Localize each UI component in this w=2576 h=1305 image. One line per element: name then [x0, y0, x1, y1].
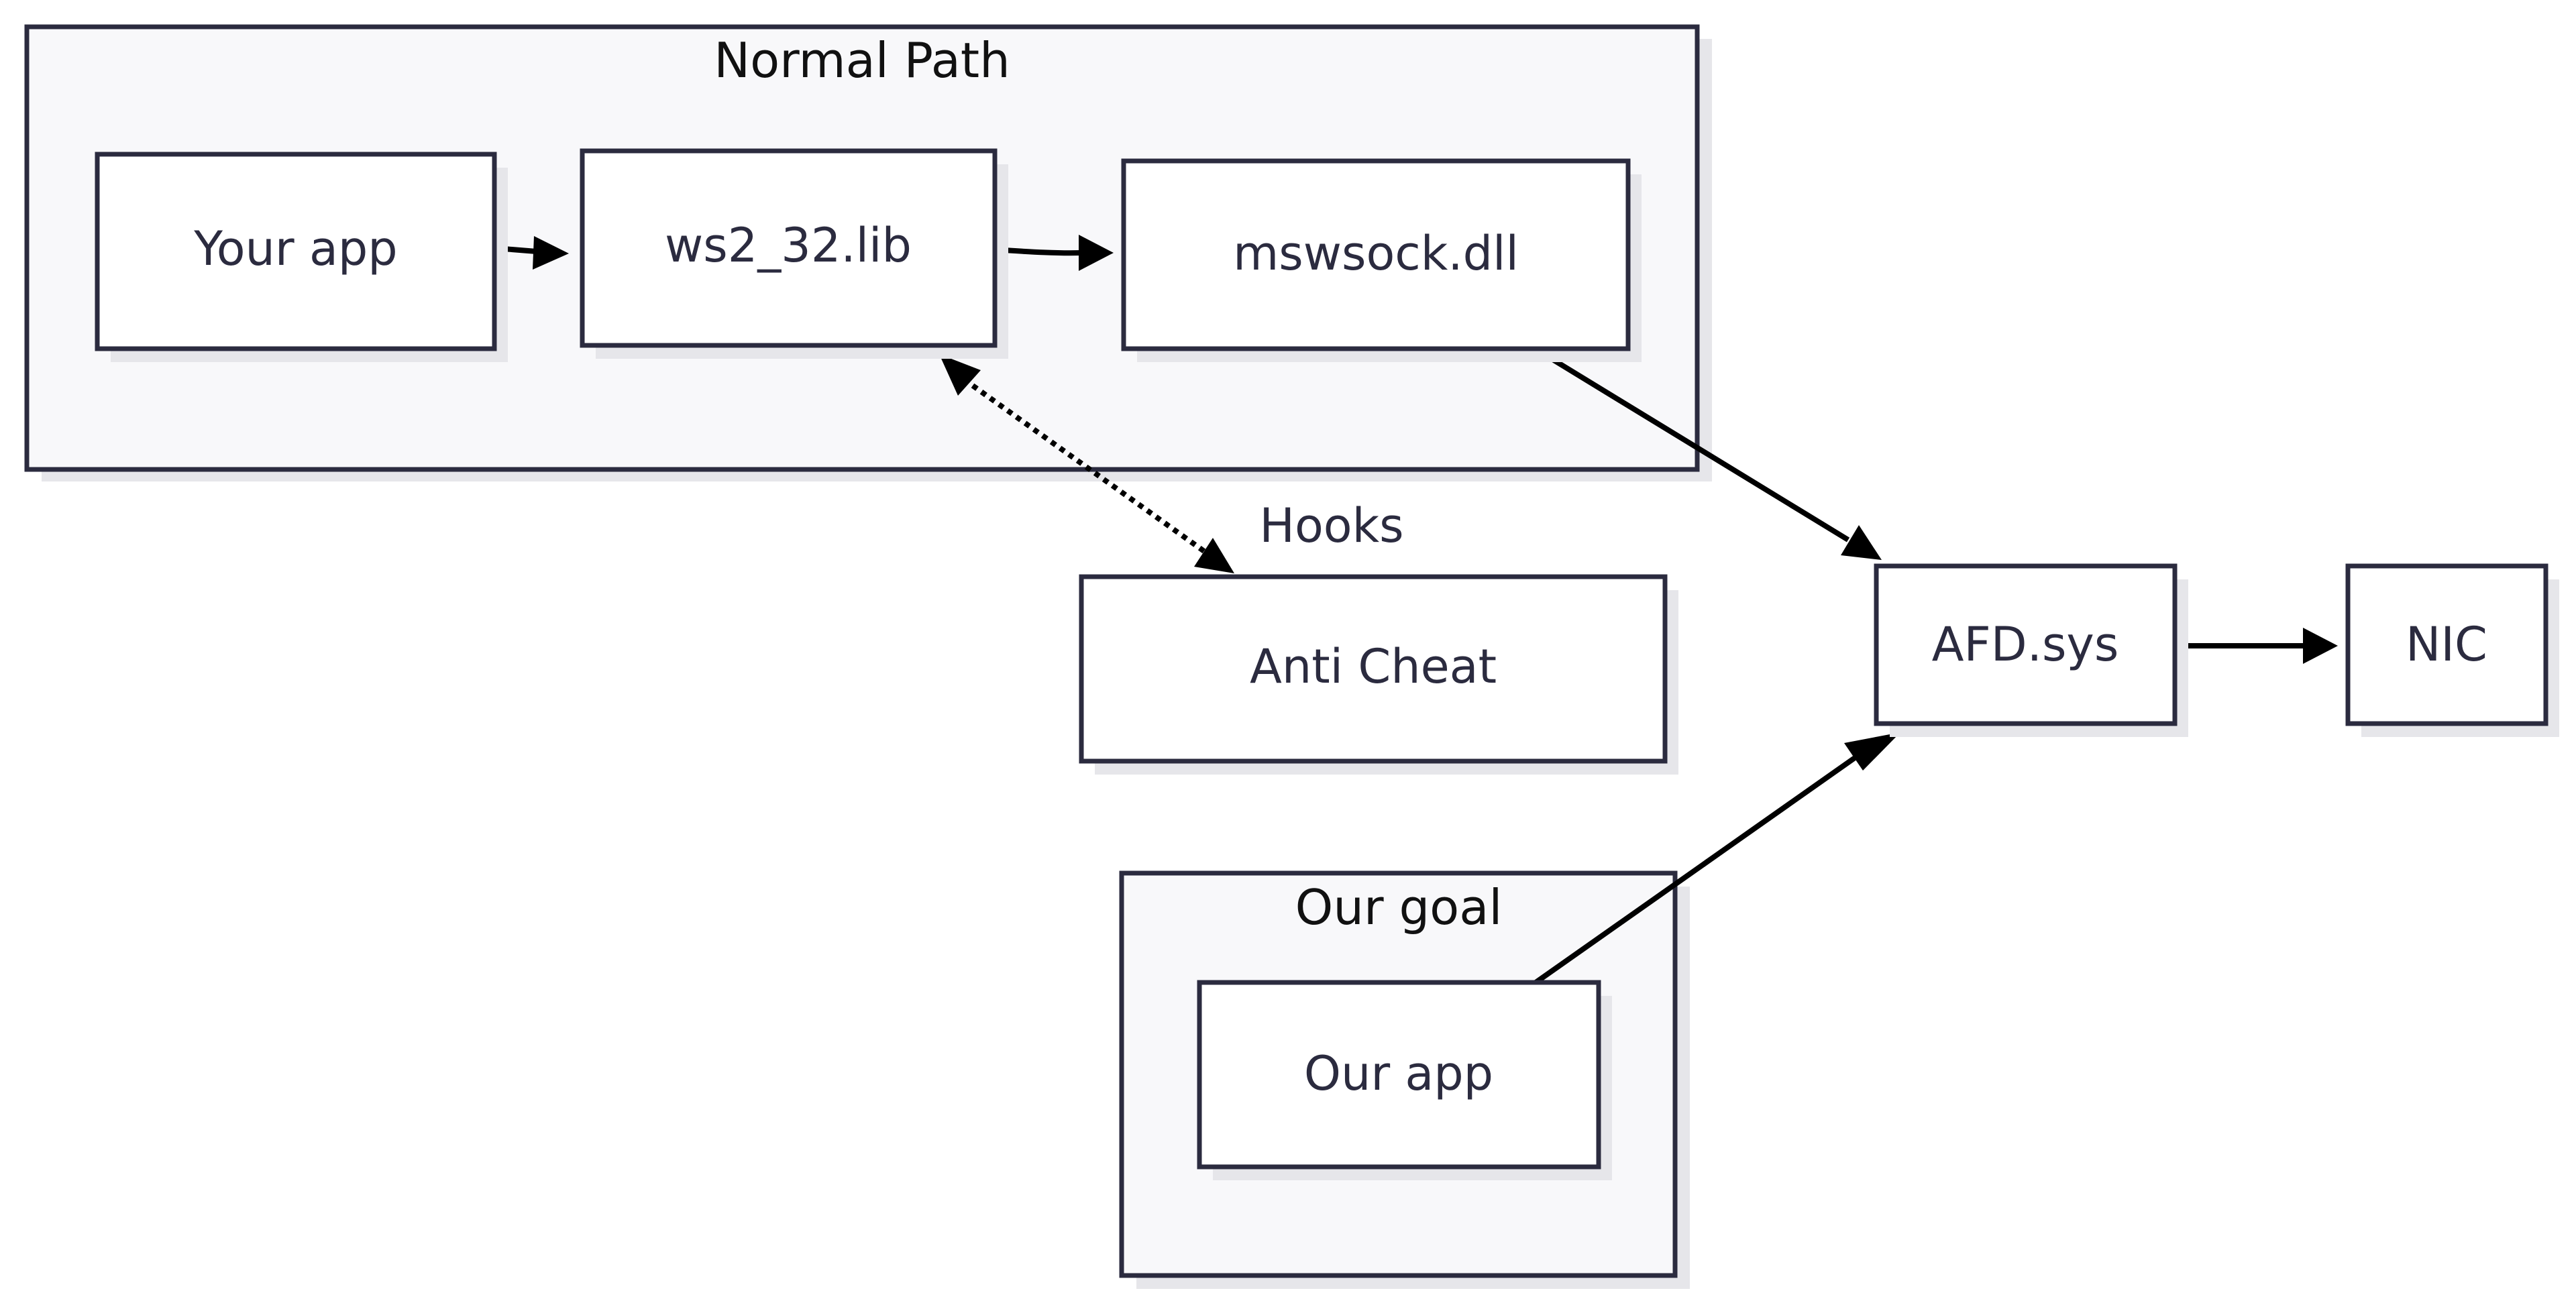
- node-nic[interactable]: NIC: [2345, 563, 2559, 737]
- edge-mswsock-afd: [1531, 345, 1850, 543]
- your-app-label: Your app: [193, 221, 397, 276]
- arrowhead-ws2: [533, 236, 569, 270]
- arrowhead-afd-top: [1841, 525, 1882, 560]
- normal-path-title: Normal Path: [714, 32, 1010, 89]
- ws2-32-label: ws2_32.lib: [665, 218, 912, 273]
- node-ws2-32[interactable]: ws2_32.lib: [580, 148, 1008, 359]
- edge-hooks-dotted: [971, 383, 1206, 554]
- arrowheads: [533, 235, 2338, 771]
- our-app-label: Our app: [1304, 1046, 1493, 1101]
- node-mswsock[interactable]: mswsock.dll: [1121, 158, 1642, 362]
- arrowhead-nic: [2303, 628, 2338, 664]
- node-our-app[interactable]: Our app: [1197, 980, 1612, 1180]
- mswsock-label: mswsock.dll: [1233, 226, 1519, 281]
- node-anti-cheat[interactable]: Anti Cheat: [1079, 574, 1678, 775]
- arrowhead-mswsock: [1079, 235, 1114, 271]
- nic-label: NIC: [2406, 617, 2487, 672]
- arrowhead-hooks-down: [1194, 538, 1234, 573]
- anti-cheat-label: Anti Cheat: [1250, 639, 1497, 694]
- hooks-edge-label: Hooks: [1259, 498, 1403, 553]
- our-goal-title: Our goal: [1295, 879, 1503, 935]
- arrowhead-hooks-up: [939, 354, 981, 396]
- arrowhead-afd-bottom: [1844, 732, 1900, 771]
- node-afd[interactable]: AFD.sys: [1874, 563, 2188, 737]
- node-your-app[interactable]: Your app: [95, 152, 508, 362]
- edge-ourapp-afd: [1531, 755, 1857, 987]
- afd-label: AFD.sys: [1932, 617, 2119, 672]
